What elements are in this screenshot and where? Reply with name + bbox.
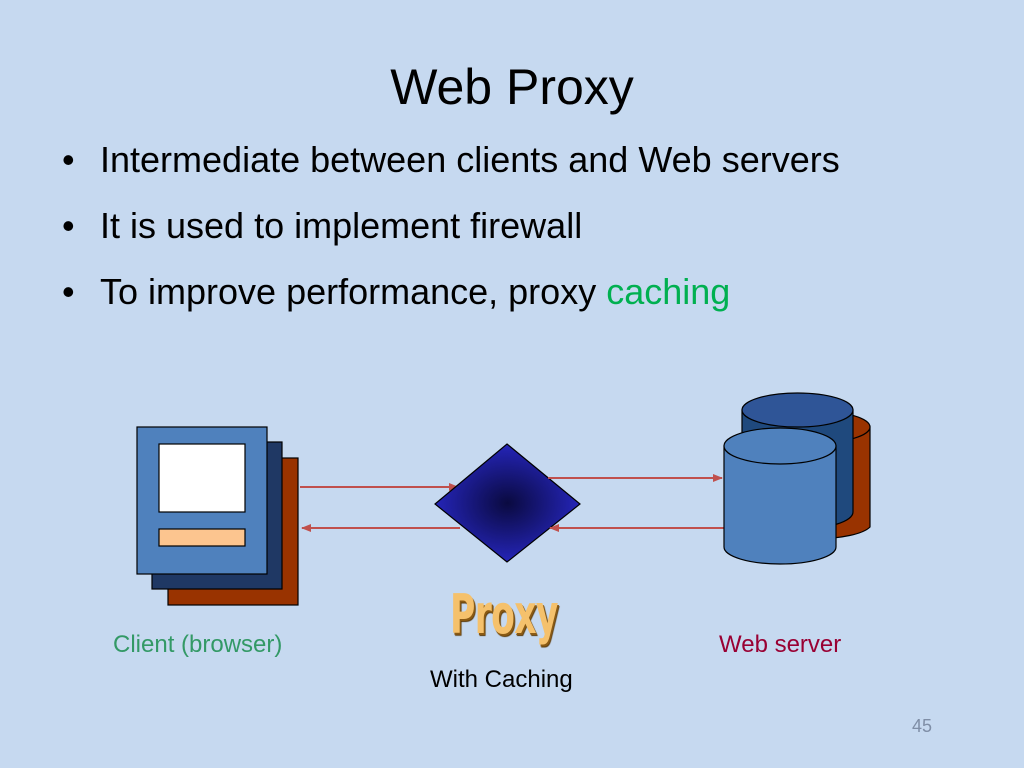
bullet-item-firewall: • It is used to implement firewall: [60, 204, 840, 248]
client-label: Client (browser): [113, 631, 283, 658]
bullet-item-intermediate: • Intermediate between clients and Web s…: [60, 138, 840, 182]
slide-title: Web Proxy: [390, 59, 634, 115]
page-number: 45: [912, 716, 933, 736]
bullet-dot-icon: •: [62, 271, 75, 312]
client-computer-icon: [136, 426, 299, 606]
proxy-wordart: Proxy: [450, 583, 558, 646]
proxy-diamond-icon: [434, 443, 581, 563]
bullet-dot-icon: •: [62, 139, 75, 180]
bullet-list: • Intermediate between clients and Web s…: [60, 138, 840, 336]
bullet-text: It is used to implement firewall: [100, 205, 583, 246]
with-caching-label: With Caching: [430, 666, 573, 693]
database-server-icon: [723, 392, 871, 565]
bullet-text: Intermediate between clients and Web ser…: [100, 139, 840, 180]
bullet-item-performance: • To improve performance, proxy caching: [60, 270, 840, 314]
bullet-text: To improve performance, proxy: [100, 271, 607, 312]
bullet-highlight-caching: caching: [606, 271, 731, 312]
web-server-label: Web server: [719, 631, 842, 658]
bullet-dot-icon: •: [62, 205, 75, 246]
